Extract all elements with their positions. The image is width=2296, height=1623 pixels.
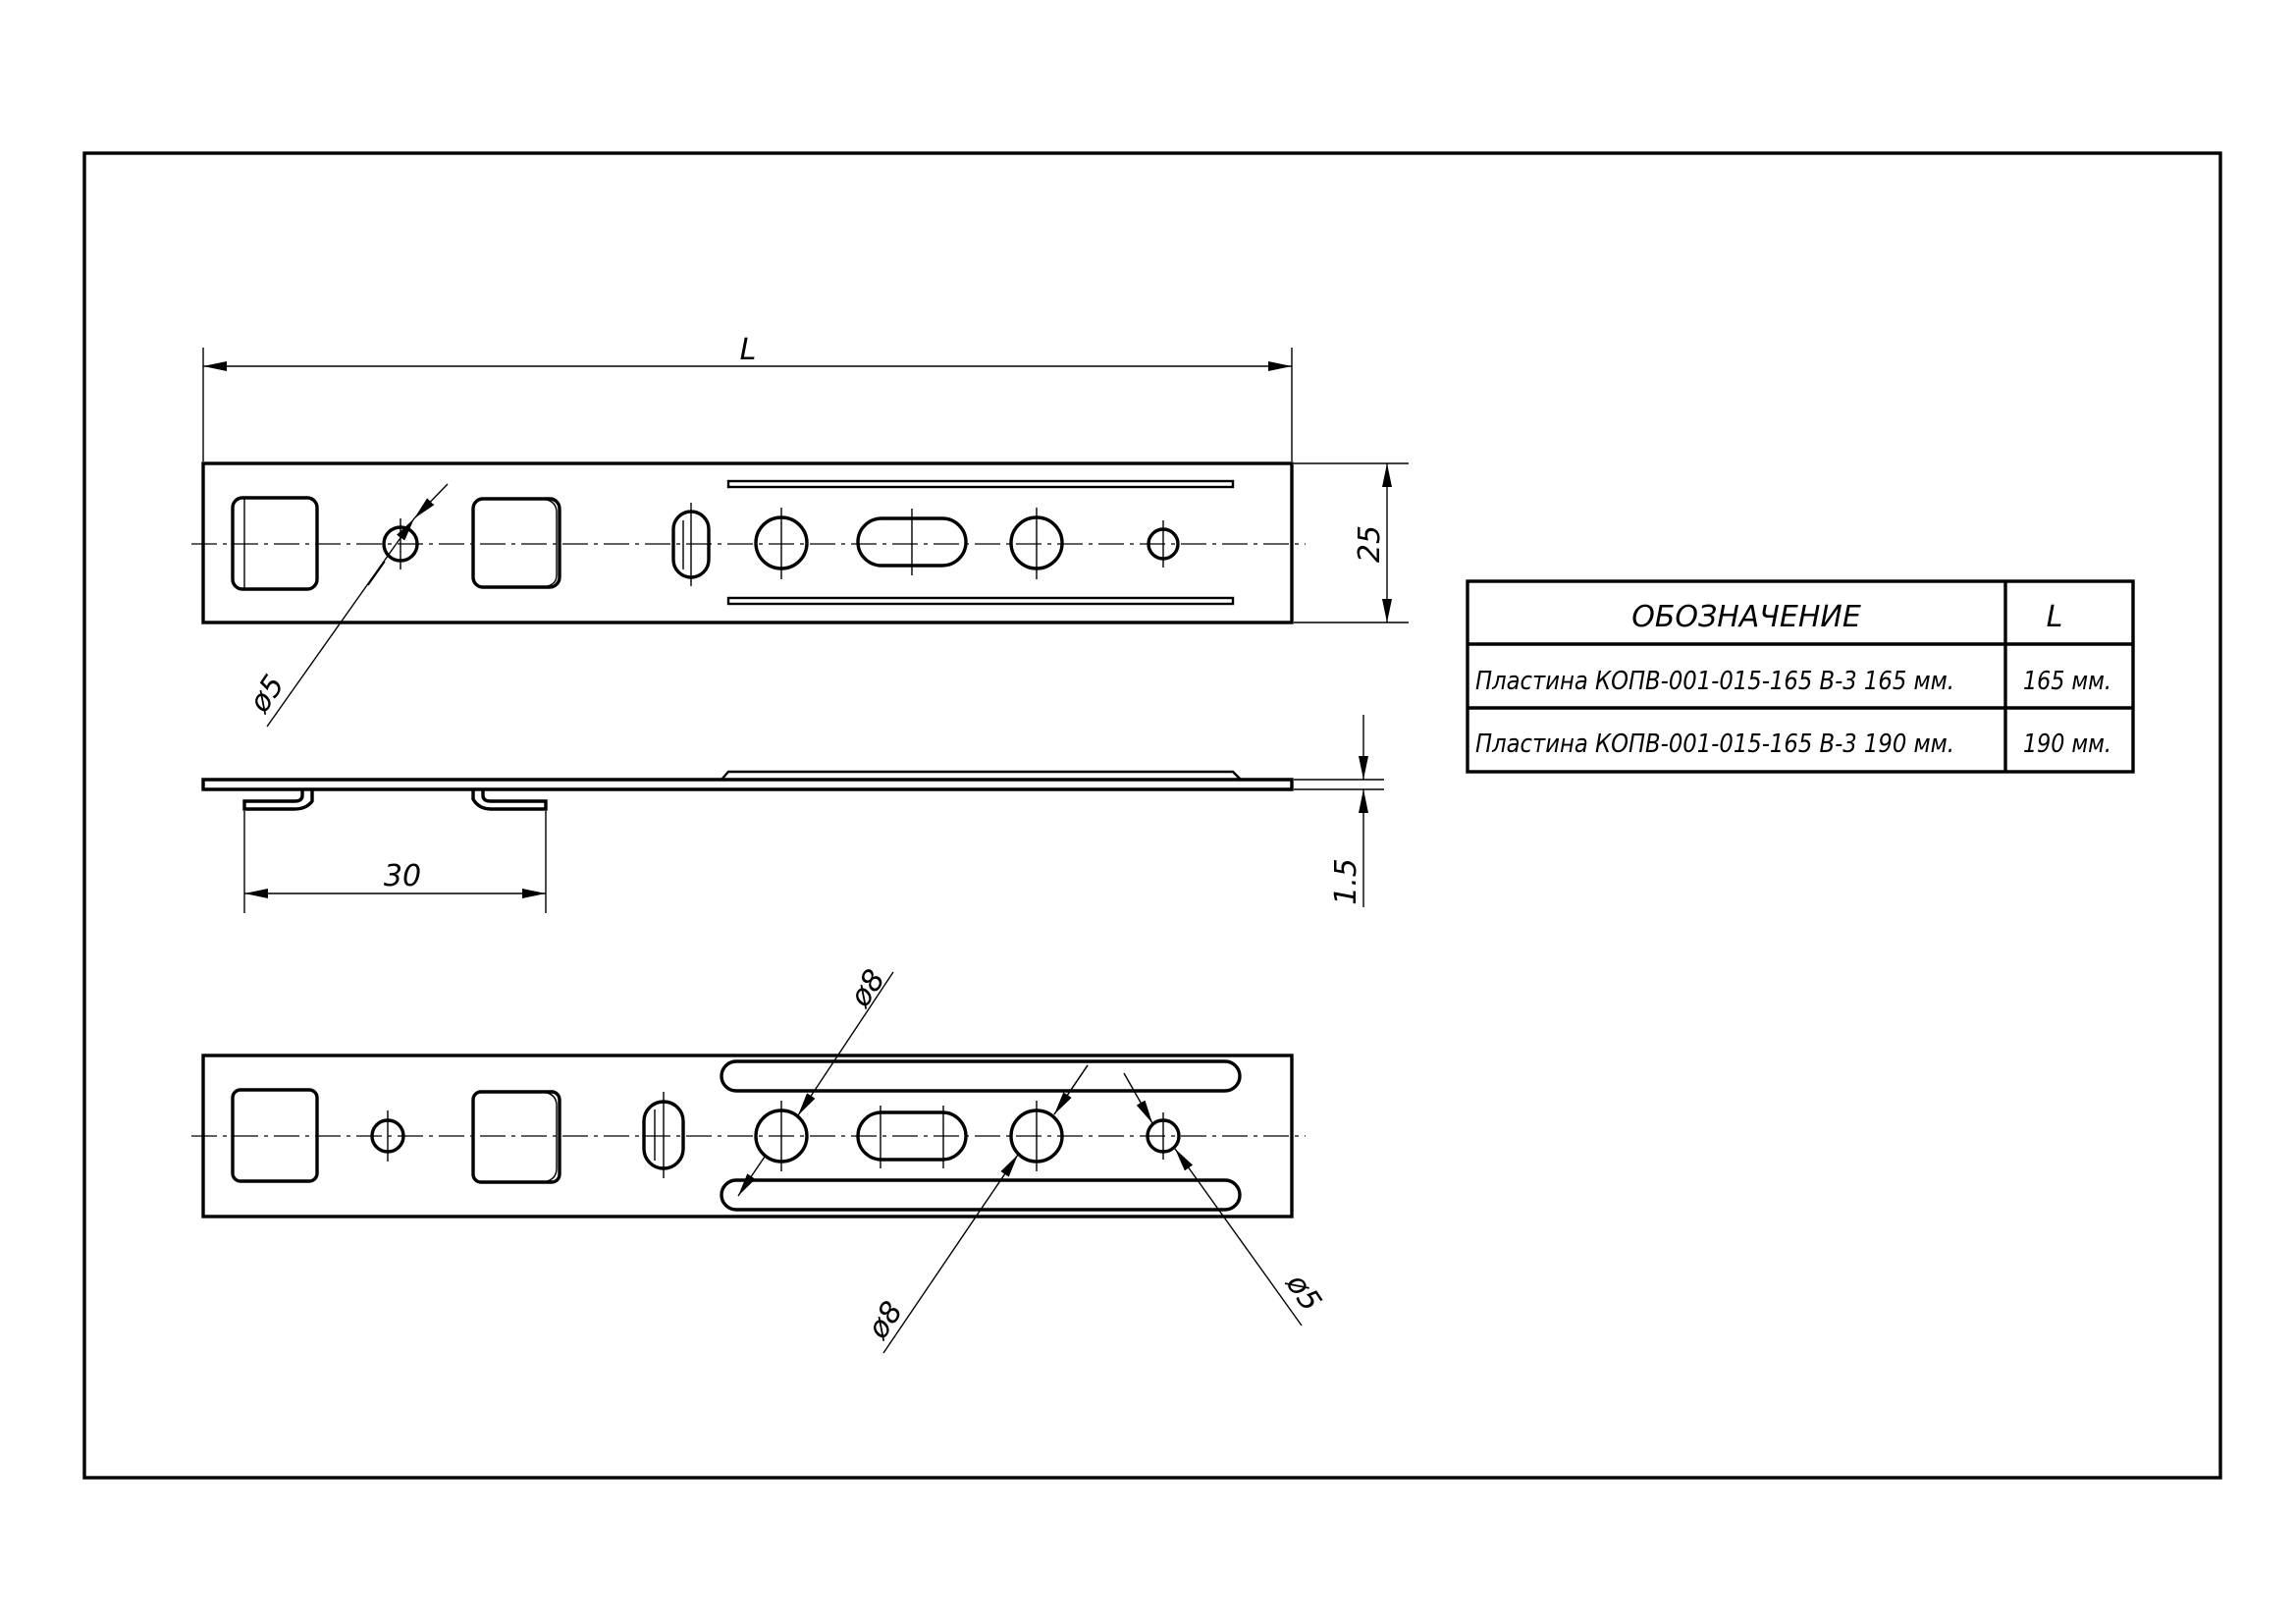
long-slot-bottom xyxy=(726,596,1235,606)
bottom-view: ø8 ø8 ø5 xyxy=(191,963,1328,1354)
spec-table: ОБОЗНАЧЕНИЕ L Пластина КОПВ-001-015-165 … xyxy=(1466,579,2135,774)
square-cutout-right-bottom xyxy=(471,1090,561,1184)
raised-rib-bottom xyxy=(720,1178,1242,1212)
plate-outline xyxy=(201,461,1294,624)
table-row-2-designation: Пластина КОПВ-001-015-165 В-3 190 мм. xyxy=(1475,730,1954,759)
drawing-frame xyxy=(82,151,2222,1480)
table-row-1-length: 165 мм. xyxy=(2023,667,2111,696)
dim-hole-d8-lower-label: ø8 xyxy=(861,1295,911,1345)
long-slot-top xyxy=(726,479,1235,489)
dim-length-label: L xyxy=(740,333,757,367)
table-row-2-length: 190 мм. xyxy=(2023,730,2111,759)
side-view: 30 1.5 xyxy=(201,715,1384,913)
square-cutout-left xyxy=(231,496,319,591)
raised-rib-top xyxy=(720,1059,1242,1093)
dim-bend-pitch-label: 30 xyxy=(384,859,421,893)
table-row-1-designation: Пластина КОПВ-001-015-165 В-3 165 мм. xyxy=(1475,667,1954,696)
table-header-designation: ОБОЗНАЧЕНИЕ xyxy=(1631,600,1861,634)
table-header-length: L xyxy=(2047,600,2063,634)
square-cutout-right xyxy=(471,497,561,589)
dim-hole-d5-top-label: ø5 xyxy=(242,669,293,719)
dim-hole-d8-upper-label: ø8 xyxy=(843,963,893,1013)
dim-thickness-label: 1.5 xyxy=(1329,858,1363,905)
dim-width-label: 25 xyxy=(1353,525,1387,563)
oblong-slot-horizontal-bottom xyxy=(856,1110,968,1162)
square-cutout-left-bottom xyxy=(231,1088,319,1183)
bent-tab-right xyxy=(471,789,548,811)
dim-hole-d5-bottom-label: ø5 xyxy=(1278,1268,1328,1318)
bent-tab-left xyxy=(242,789,314,811)
top-view: L 25 ø5 xyxy=(191,333,1409,728)
plate-profile xyxy=(201,778,1294,791)
